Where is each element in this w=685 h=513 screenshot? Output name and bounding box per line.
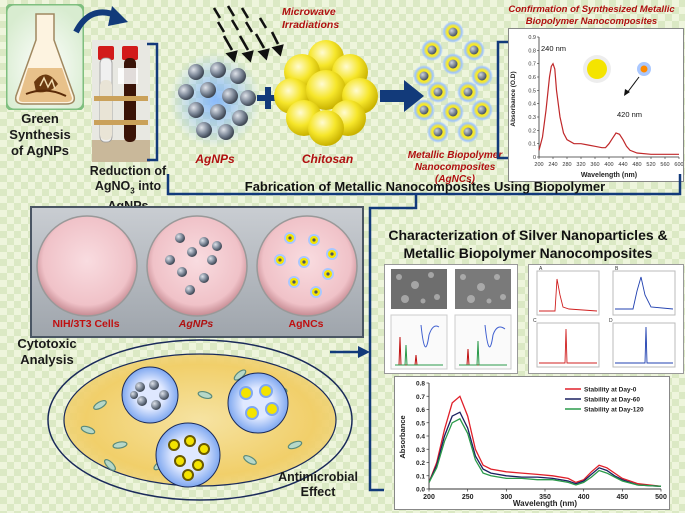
fabrication-bracket [166,174,682,202]
microwave-label: Microwave Irradiations [282,6,340,31]
x-tick-label: 250 [462,494,474,501]
agnps-label: AgNPs [195,152,235,166]
x-tick-label: 200 [423,494,435,501]
x-tick-label: 400 [578,494,590,501]
y-tick-label: 0.9 [528,35,536,41]
dish-label-agnps: AgNPs [178,318,214,330]
bracket-right [496,40,508,160]
y-tick-label: 0.7 [416,394,425,401]
x-tick-label: 300 [500,494,512,501]
y-tick-label: 0.5 [416,420,425,427]
plus-icon [257,87,279,109]
y-tick-label: 0.6 [416,407,425,414]
y-tick-label: 0 [533,155,536,161]
chitosan-label: Chitosan [301,152,354,166]
y-tick-label: 0.5 [528,88,536,94]
y-tick-label: 0.7 [528,62,536,68]
x-tick-label: 320 [576,162,585,168]
confirmation-title: Confirmation of Synthesized Metallic Bio… [508,4,675,27]
spectra-panel: A B C D [528,264,684,374]
bracket-left [147,42,159,162]
left-connector-arrow [330,346,370,358]
legend-entry: Stability at Day-120 [584,407,644,414]
x-tick-label: 600 [674,162,683,168]
cytotoxic-label: Cytotoxic Analysis [17,336,77,367]
y-tick-label: 0.2 [416,460,425,467]
y-tick-label: 0.3 [528,115,536,121]
legend-entry: Stability at Day-0 [584,387,637,394]
series-line [538,62,679,155]
x-tick-label: 360 [590,162,599,168]
chitosan-cluster [274,40,378,146]
x-axis-title: Wavelength (nm) [581,172,637,179]
series-line [428,417,662,487]
x-tick-label: 480 [632,162,641,168]
test-tubes-photo [92,40,150,162]
y-tick-label: 0.4 [528,102,536,108]
large-particle-core [587,59,607,79]
y-tick-label: 0.8 [528,48,536,54]
x-tick-label: 280 [562,162,571,168]
series-line [428,411,662,487]
y-tick-label: 0.3 [416,447,425,454]
svg-text:D: D [609,318,613,324]
y-axis-title: Absorbance [398,415,407,458]
antimicrobial-plate [47,339,353,501]
x-tick-label: 520 [646,162,655,168]
x-tick-label: 200 [534,162,543,168]
x-tick-label: 500 [655,494,667,501]
sem-edx-panel [384,264,518,374]
x-axis-title: Wavelength (nm) [513,499,577,508]
uv-vis-chart: 200 240 280 320 360 400 440 480 520 560 600 0 0.1 0.… [508,28,684,182]
x-tick-label: 450 [616,494,628,501]
y-tick-label: 0.1 [528,142,536,148]
svg-text:B: B [615,266,619,272]
y-tick-label: 0.1 [416,473,425,480]
y-tick-label: 0.8 [416,381,425,388]
y-tick-label: 0.4 [416,434,425,441]
legend-entry: Stability at Day-60 [584,397,640,404]
x-tick-label: 240 [548,162,557,168]
x-tick-label: 560 [660,162,669,168]
svg-text:A: A [539,266,543,272]
y-axis-title: Absorbance (O.D) [510,71,517,126]
right-arrow-icon [380,80,424,112]
y-tick-label: 0.2 [528,128,536,134]
pointer-arrowhead [624,89,630,96]
curved-arrow-icon [73,6,128,34]
antimicrobial-label: Antimicrobial Effect [278,470,358,499]
dish-label-agncs: AgNCs [288,318,324,330]
green-synthesis-label: Green Synthesis of AgNPs [9,111,71,158]
x-tick-label: 400 [604,162,613,168]
microwave-arrows-icon [212,5,284,63]
annotation-240: 240 nm [541,44,566,53]
connector-down [368,202,418,492]
agncs-label: Metallic Biopolymer Nanocomposites (AgNC… [407,150,503,185]
pointer-arrow [626,76,640,94]
stability-chart: 200 250 300 350 400 450 500 0.0 0.1 0.2 0.3 0.4 0.5… [394,376,670,510]
annotation-420: 420 nm [617,110,642,119]
svg-text:C: C [533,318,537,324]
dish-label-nih: NIH/3T3 Cells [52,318,120,330]
x-tick-label: 440 [618,162,627,168]
flask-photo [4,2,86,112]
y-tick-label: 0.6 [528,75,536,81]
series-line [428,395,662,487]
agncs-cluster [413,21,493,143]
fabrication-label: Fabrication of Metallic Nanocomposites U… [244,179,606,194]
dishes-panel [30,206,364,338]
small-particle-core [640,65,648,73]
x-tick-label: 350 [539,494,551,501]
y-tick-label: 0.0 [416,487,425,494]
characterization-title: Characterization of Silver Nanoparticles… [388,227,668,261]
agnps-cluster [169,52,261,148]
